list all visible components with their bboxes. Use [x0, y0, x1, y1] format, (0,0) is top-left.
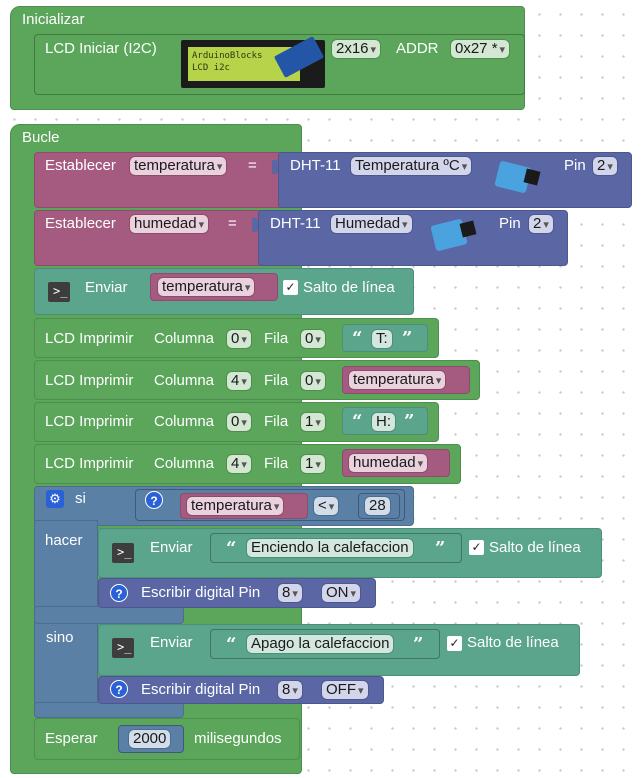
open-quote-icon: “ [352, 328, 363, 349]
row-label: Fila [264, 455, 289, 472]
dht11-sensor-icon [494, 160, 543, 194]
row-label: Fila [264, 413, 289, 430]
lcd-print-label: LCD Imprimir [45, 455, 134, 472]
row-dropdown[interactable]: 1▾ [300, 412, 326, 432]
column-label: Columna [154, 330, 215, 347]
digital-state-dropdown[interactable]: ON▾ [321, 583, 362, 603]
addr-label: ADDR [396, 40, 439, 57]
row-label: Fila [264, 372, 289, 389]
column-label: Columna [154, 372, 215, 389]
wait-number-field[interactable]: 2000 [128, 729, 172, 749]
dht-humidity-block[interactable] [258, 210, 568, 266]
dht-humidity-mode-dropdown[interactable]: Humedad▾ [330, 214, 413, 234]
lcd-size-dropdown[interactable]: 2x16▾ [331, 39, 382, 59]
column-label: Columna [154, 413, 215, 430]
operator-dropdown[interactable]: <▾ [313, 496, 340, 516]
column-dropdown[interactable]: 0▾ [226, 412, 252, 432]
set-temperature-label: Establecer [45, 157, 116, 174]
row-dropdown[interactable]: 1▾ [300, 454, 326, 474]
dht-temperature-pin-dropdown[interactable]: 2▾ [592, 156, 618, 176]
column-dropdown[interactable]: 0▾ [226, 329, 252, 349]
text-field[interactable]: Enciendo la calefaccion [246, 538, 414, 558]
help-icon[interactable]: ? [110, 680, 128, 698]
dht-temperature-mode-dropdown[interactable]: Temperatura ºC▾ [350, 156, 473, 176]
set-humidity-label: Establecer [45, 215, 116, 232]
value-connector [252, 218, 258, 232]
lcd-preview-image: ArduinoBlocks LCD i2c [181, 36, 325, 88]
column-dropdown[interactable]: 4▾ [226, 454, 252, 474]
newline-checkbox[interactable]: ✓ [447, 636, 462, 651]
serial-send-label: Enviar [150, 634, 193, 651]
dht-temperature-block[interactable] [278, 152, 632, 208]
set-humidity-equals: = [228, 215, 237, 232]
digital-write-label: Escribir digital Pin [141, 584, 261, 601]
number-field[interactable]: 28 [364, 496, 391, 516]
lcd-preview-line-1: ArduinoBlocks [192, 51, 263, 61]
digital-pin-dropdown[interactable]: 8▾ [277, 583, 303, 603]
lcd-print-label: LCD Imprimir [45, 413, 134, 430]
humidity-var-dropdown[interactable]: humedad▾ [348, 453, 429, 473]
digital-write-label: Escribir digital Pin [141, 681, 261, 698]
if-else-bottom [34, 702, 184, 718]
text-field[interactable]: H: [371, 412, 396, 432]
text-field[interactable]: T: [371, 329, 393, 349]
dht-temperature-sensor-label: DHT-11 [290, 157, 341, 174]
dht-humidity-pin-dropdown[interactable]: 2▾ [528, 214, 554, 234]
else-label: sino [46, 629, 74, 646]
lcd-preview-line-2: LCD i2c [192, 63, 230, 73]
dht11-sensor-icon [430, 218, 479, 252]
set-temperature-var-dropdown[interactable]: temperatura▾ [129, 156, 228, 176]
newline-label: Salto de línea [489, 539, 581, 556]
wait-unit-label: milisegundos [194, 730, 282, 747]
dht-humidity-pin-label: Pin [499, 215, 521, 232]
dht-humidity-sensor-label: DHT-11 [270, 215, 321, 232]
newline-label: Salto de línea [303, 279, 395, 296]
open-quote-icon: “ [352, 411, 363, 432]
text-field[interactable]: Apago la calefaccion [246, 634, 395, 654]
lcd-addr-dropdown[interactable]: 0x27 *▾ [450, 39, 511, 59]
open-quote-icon: “ [226, 634, 237, 655]
help-icon[interactable]: ? [110, 584, 128, 602]
close-quote-icon: ” [402, 328, 413, 349]
do-label: hacer [45, 532, 83, 549]
lcd-print-label: LCD Imprimir [45, 330, 134, 347]
row-dropdown[interactable]: 0▾ [300, 371, 326, 391]
column-dropdown[interactable]: 4▾ [226, 371, 252, 391]
digital-state-dropdown[interactable]: OFF▾ [321, 680, 369, 700]
loop-hat-label: Bucle [22, 129, 60, 146]
row-dropdown[interactable]: 0▾ [300, 329, 326, 349]
set-temperature-equals: = [248, 157, 257, 174]
help-icon[interactable]: ? [145, 491, 163, 509]
terminal-icon: >_ [48, 282, 70, 302]
newline-label: Salto de línea [467, 634, 559, 651]
wait-label: Esperar [45, 730, 98, 747]
temperature-var-dropdown[interactable]: temperatura▾ [348, 370, 447, 390]
terminal-icon: >_ [112, 638, 134, 658]
column-label: Columna [154, 455, 215, 472]
close-quote-icon: ” [404, 411, 415, 432]
close-quote-icon: ” [435, 538, 446, 559]
newline-checkbox[interactable]: ✓ [283, 280, 298, 295]
init-hat-label: Inicializar [22, 11, 85, 28]
gear-icon[interactable]: ⚙ [46, 490, 64, 508]
temperature-var-dropdown[interactable]: temperatura▾ [186, 496, 285, 516]
if-label: si [75, 490, 86, 507]
terminal-icon: >_ [112, 543, 134, 563]
dht-temperature-pin-label: Pin [564, 157, 586, 174]
lcd-init-label: LCD Iniciar (I2C) [45, 40, 157, 57]
row-label: Fila [264, 330, 289, 347]
serial-send-label: Enviar [85, 279, 128, 296]
open-quote-icon: “ [226, 538, 237, 559]
value-connector [272, 160, 278, 174]
close-quote-icon: ” [413, 634, 424, 655]
set-humidity-var-dropdown[interactable]: humedad▾ [129, 214, 210, 234]
newline-checkbox[interactable]: ✓ [469, 540, 484, 555]
serial-send-label: Enviar [150, 539, 193, 556]
digital-pin-dropdown[interactable]: 8▾ [277, 680, 303, 700]
if-else-middle [34, 606, 184, 624]
temperature-var-dropdown[interactable]: temperatura▾ [157, 277, 256, 297]
lcd-print-label: LCD Imprimir [45, 372, 134, 389]
